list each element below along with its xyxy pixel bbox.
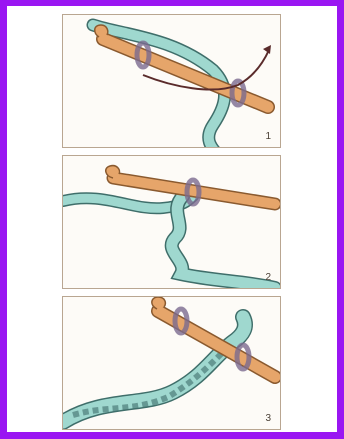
step-number: 1 <box>265 131 271 142</box>
step-3-illustration <box>63 297 281 430</box>
step-2-panel: 2 <box>62 155 281 289</box>
step-number: 3 <box>265 413 271 424</box>
step-2-illustration <box>63 156 281 289</box>
step-number: 2 <box>265 272 271 283</box>
step-3-panel: 3 <box>62 296 281 430</box>
step-1-illustration <box>63 15 281 148</box>
hook-tip <box>95 25 108 37</box>
step-1-panel: 1 <box>62 14 281 148</box>
